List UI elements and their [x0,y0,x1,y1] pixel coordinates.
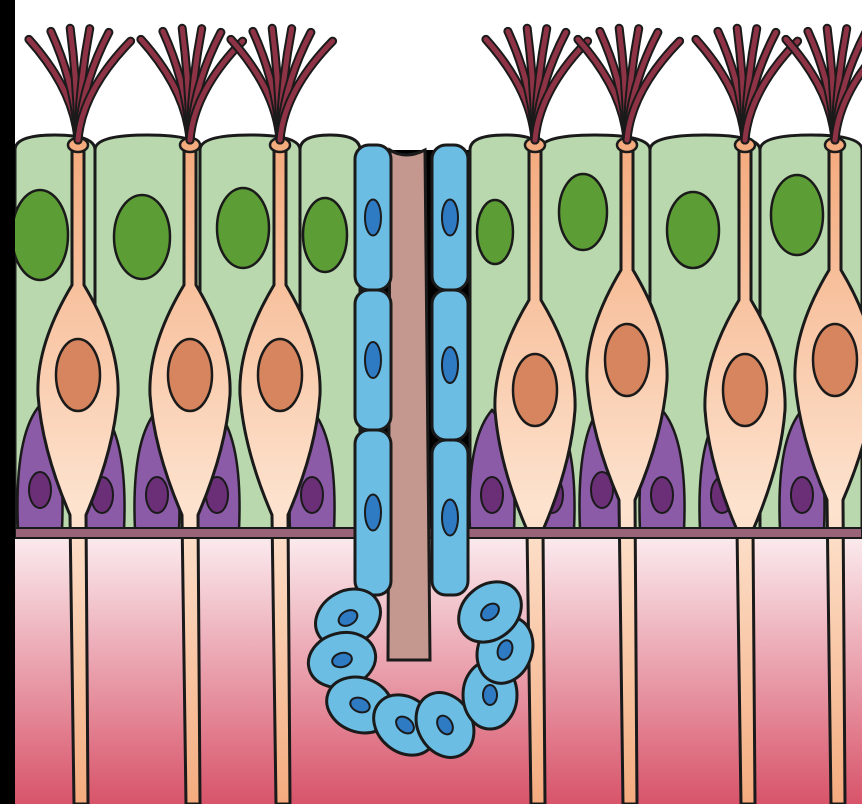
gland-duct-nucleus [442,500,458,536]
gland-acinar-nucleus [483,685,497,705]
basal-cell-nucleus [651,477,673,513]
gland-duct-nucleus [365,495,381,531]
olfactory-neuron-nucleus [605,324,649,396]
supporting-cell-nucleus [771,175,823,255]
supporting-cell-nucleus [217,188,269,268]
olfactory-neuron-nucleus [168,339,212,411]
supporting-cell-nucleus [114,195,170,279]
olfactory-neuron-nucleus [723,354,767,426]
olfactory-neuron-nucleus [813,324,857,396]
gland-duct-nucleus [365,200,381,236]
olfactory-neuron-nucleus [258,339,302,411]
basal-cell-nucleus [146,477,168,513]
basal-cell-nucleus [481,477,503,513]
supporting-cell-nucleus [667,192,719,268]
gland-duct-lumen [388,150,430,660]
supporting-cell-nucleus [559,174,607,250]
basal-cell-nucleus [301,477,323,513]
supporting-cell-nucleus [477,200,513,264]
olfactory-neuron-nucleus [513,354,557,426]
gland-duct-nucleus [442,200,458,236]
gland-duct-nucleus [365,342,381,378]
basal-cell-nucleus [29,472,51,508]
supporting-cell-nucleus [12,190,68,280]
olfactory-neuron-nucleus [56,339,100,411]
basal-cell-nucleus [791,477,813,513]
gland-duct-nucleus [442,347,458,383]
supporting-cell-nucleus [303,198,347,272]
